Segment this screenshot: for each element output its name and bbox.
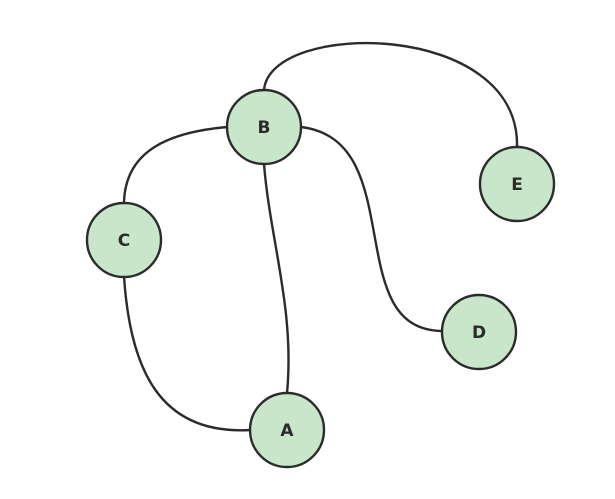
edges: [122, 41, 519, 432]
node-d[interactable]: D: [440, 293, 518, 371]
nodes: A B C D E: [85, 88, 556, 469]
node-e-circle: [478, 145, 556, 223]
node-a-circle: [248, 391, 326, 469]
node-d-label: D: [472, 323, 486, 343]
node-b-label: B: [258, 118, 271, 138]
node-c-circle: [85, 201, 163, 279]
node-c[interactable]: C: [85, 201, 163, 279]
node-c-label: C: [118, 231, 130, 251]
node-e[interactable]: E: [478, 145, 556, 223]
node-b-circle: [225, 88, 303, 166]
node-a-label: A: [280, 421, 294, 441]
edge-b-e: [262, 41, 519, 149]
edge-b-c: [122, 125, 229, 205]
node-b[interactable]: B: [225, 88, 303, 166]
edge-b-a: [262, 162, 290, 395]
edge-b-d: [299, 125, 444, 333]
node-a[interactable]: A: [248, 391, 326, 469]
node-e-label: E: [511, 175, 523, 195]
edge-c-a: [122, 274, 252, 432]
node-d-circle: [440, 293, 518, 371]
